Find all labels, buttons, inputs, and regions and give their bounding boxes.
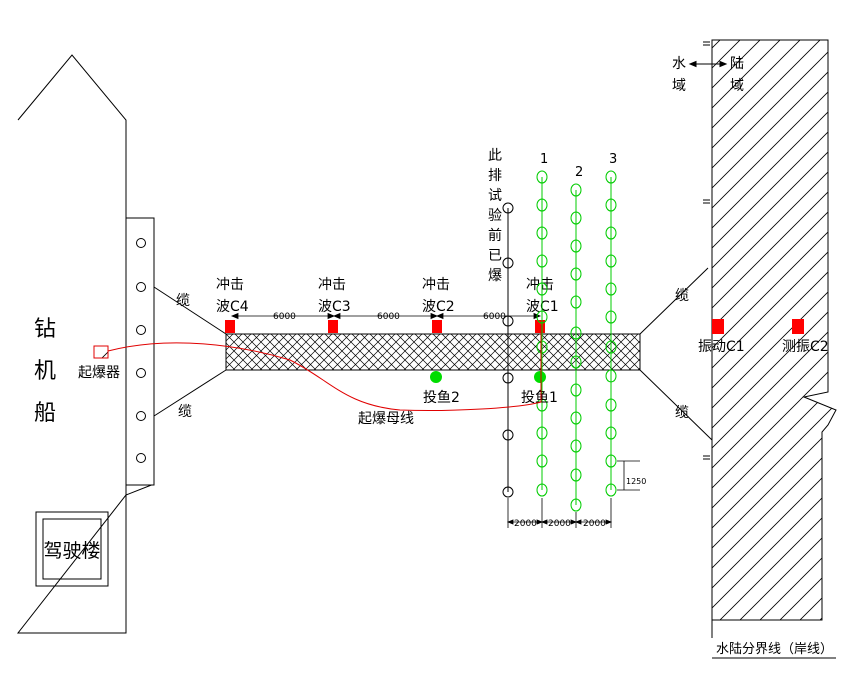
land-label-2: 域 <box>730 78 744 94</box>
svg-text:爆: 爆 <box>488 268 502 284</box>
shock-sensor-c2-line2: 波C2 <box>422 299 455 315</box>
row-spacing-dimension <box>506 498 613 528</box>
svg-text:验: 验 <box>488 208 502 224</box>
vibration-c2-marker <box>792 319 804 334</box>
detonator-icon <box>93 345 109 359</box>
hole-spacing-dimension <box>617 460 640 491</box>
detonation-line <box>107 325 542 412</box>
water-label-1: 水 <box>672 56 686 72</box>
svg-text:排: 排 <box>488 168 502 184</box>
shock-sensor-c2-line1: 冲击 <box>422 277 450 293</box>
shock-sensor-c3-line2: 波C3 <box>318 299 351 315</box>
row-spacing-1: 2000 <box>514 519 537 529</box>
svg-text:前: 前 <box>488 227 502 244</box>
charge-row-2 <box>570 183 582 512</box>
ship-name-char-2: 机 <box>34 359 56 384</box>
bridge-inner <box>42 518 102 580</box>
vibration-c1-label: 振动C1 <box>698 339 745 355</box>
shock-sensor-c3-line1: 冲击 <box>318 277 346 293</box>
ship-portholes <box>136 238 146 463</box>
charge-row-1 <box>536 170 548 497</box>
bridge-label: 驾驶楼 <box>43 540 100 562</box>
shock-sensor-c4-line2: 波C4 <box>216 299 249 315</box>
fish-1-label: 投鱼1 <box>521 389 558 406</box>
land-label-1: 陆 <box>730 56 744 72</box>
shoreline-label: 水陆分界线（岸线） <box>716 641 833 657</box>
land-mass <box>711 39 837 621</box>
vibration-c2-label: 测振C2 <box>782 339 829 355</box>
bridge-outer <box>35 511 109 587</box>
cable-label-top-right: 缆 <box>675 288 689 304</box>
fish-2-marker <box>430 371 442 383</box>
platform-band <box>225 333 641 371</box>
shock-sensor-c1-line1: 冲击 <box>526 277 554 293</box>
pre-blasted-holes <box>502 202 514 498</box>
ship-name-char-3: 船 <box>34 401 56 426</box>
ship-name-char-1: 钻 <box>34 317 56 342</box>
detonator-label: 起爆器 <box>78 365 120 381</box>
shock-sensor-markers <box>225 320 545 333</box>
ship-side-panel <box>125 217 155 486</box>
svg-text:此: 此 <box>488 148 502 164</box>
row-spacing-3: 2000 <box>583 519 606 529</box>
cables <box>153 267 713 441</box>
row-spacing-2: 2000 <box>548 519 571 529</box>
charge-row-3 <box>605 170 617 497</box>
cable-label-bottom-right: 缆 <box>675 405 689 421</box>
pre-blasted-note: 此 排 试 验 前 已 爆 <box>488 148 502 284</box>
svg-text:已: 已 <box>488 248 502 264</box>
shock-sensor-c4-line1: 冲击 <box>216 277 244 293</box>
sensor-spacing-3: 6000 <box>483 312 506 322</box>
row-number-2: 2 <box>575 165 583 180</box>
detonation-line-label: 起爆母线 <box>358 411 414 427</box>
svg-text:试: 试 <box>488 188 502 204</box>
vibration-c1-marker <box>712 319 724 334</box>
row-number-3: 3 <box>609 152 617 167</box>
hole-spacing-label: 1250 <box>626 477 646 486</box>
fish-2-label: 投鱼2 <box>423 389 460 406</box>
row-number-1: 1 <box>540 152 548 167</box>
water-land-arrow <box>688 60 728 68</box>
bollard-marks <box>703 41 710 460</box>
fish-1-marker <box>534 371 546 383</box>
cable-label-bottom-left: 缆 <box>178 404 192 420</box>
sensor-spacing-2: 6000 <box>377 312 400 322</box>
sensor-spacing-1: 6000 <box>273 312 296 322</box>
water-label-2: 域 <box>672 78 686 94</box>
cable-label-top-left: 缆 <box>176 293 190 309</box>
